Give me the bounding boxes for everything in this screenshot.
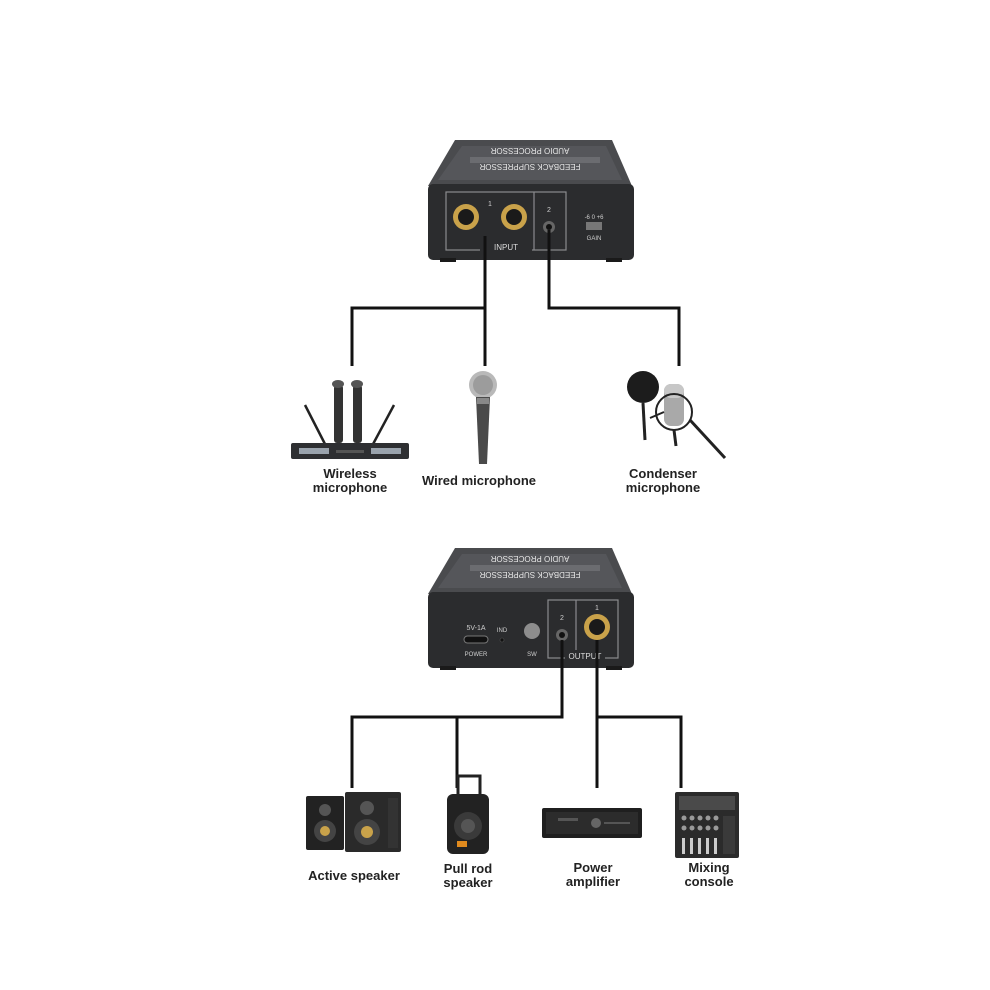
label-active-speaker: Active speaker (308, 868, 400, 883)
output-cables (350, 640, 683, 788)
gain-scale: -6 0 +6 (585, 215, 605, 221)
input-cables (350, 230, 681, 366)
output-channel-2: 2 (560, 615, 564, 622)
pull-rod-speaker-icon (447, 774, 489, 854)
ind-label: IND (497, 628, 508, 634)
input-channel-1: 1 (488, 201, 492, 208)
power-amplifier-icon (542, 808, 642, 838)
output-top-label-1: FEEDBACK SUPPRESSOR (479, 570, 580, 579)
output-processor-unit: AUDIO PROCESSOR FEEDBACK SUPPRESSOR 5V-1… (428, 548, 634, 670)
output-top-label-2: AUDIO PROCESSOR (490, 554, 569, 563)
condenser-microphone-icon (627, 371, 727, 460)
label-power-amplifier: Power amplifier (565, 860, 621, 889)
power-rating: 5V-1A (466, 625, 485, 632)
cable-mixing-console (597, 715, 683, 788)
wireless-microphone-icon (291, 380, 409, 459)
active-speaker-icon (306, 792, 401, 852)
sw-button (524, 623, 540, 639)
wired-microphone-icon (469, 371, 497, 464)
cable-condenser (547, 230, 681, 366)
mixing-console-icon (675, 792, 739, 858)
usb-c-port (463, 635, 489, 644)
gain-knob (586, 222, 602, 230)
input-panel-label: INPUT (494, 243, 518, 252)
input-processor-unit: AUDIO PROCESSOR FEEDBACK SUPPRESSOR INPU… (428, 140, 634, 262)
output-channel-1: 1 (595, 605, 599, 612)
input-channel-2: 2 (547, 207, 551, 214)
label-wired-microphone: Wired microphone (421, 473, 536, 488)
label-mixing-console: Mixing console (684, 860, 734, 889)
output-panel-label: OUTPUT (569, 652, 602, 661)
label-wireless-microphone: Wireless microphone (312, 466, 388, 495)
sw-label: SW (527, 652, 537, 658)
label-condenser-microphone: Condenser microphone (625, 466, 701, 495)
power-label: POWER (465, 652, 488, 658)
input-top-label-2: AUDIO PROCESSOR (490, 146, 569, 155)
gain-label: GAIN (587, 236, 602, 242)
ind-led (499, 637, 505, 643)
label-pull-rod-speaker: Pull rod speaker (443, 861, 493, 890)
input-top-label-1: FEEDBACK SUPPRESSOR (479, 162, 580, 171)
